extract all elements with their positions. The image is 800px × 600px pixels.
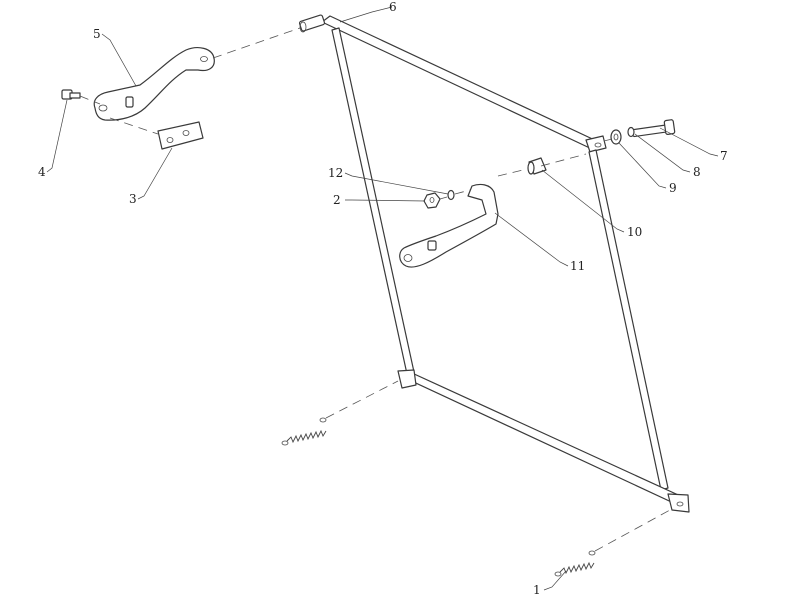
bolt-4-shank [69,92,81,99]
assembly-lines [79,27,671,552]
callout-10: 10 [627,225,642,239]
part-8-lock-washer [627,126,635,138]
part-6-frame [298,14,690,513]
bracket-11-body [399,183,499,268]
washer-8 [627,126,635,138]
frame-top-pin [298,14,326,32]
spring-lower-hook-right [588,550,596,556]
bracket-5-pin [125,96,134,108]
leader-11 [494,212,569,267]
leader-3 [137,147,173,200]
spring-upper-hook-right [319,417,327,423]
leader-4 [46,99,68,173]
leader-lines [46,6,719,591]
part-1-spring-lower [554,550,596,577]
dash-bracket5-to-plate3 [109,117,159,135]
callout-5: 5 [93,27,101,41]
dash-washer12-to-bracket11 [454,189,471,195]
bracket-11-stud [427,240,437,251]
frame-top-tube [321,15,602,151]
dash-nut2-to-washer12 [439,196,448,200]
leader-12 [344,172,449,195]
bracket-11-hole [403,254,413,262]
callout-11: 11 [570,259,585,273]
dash-frame-to-washer9 [603,138,613,142]
bracket-5-hole-right [200,56,208,62]
frame-right-tube [588,149,669,491]
part-7-bolt [631,119,676,138]
part-4-bolt [61,89,81,100]
leader-7 [659,127,719,157]
callout-labels: 5 4 3 6 7 8 9 10 11 12 2 1 [38,0,728,597]
leader-9 [618,142,667,189]
frame-bottom-right-hole [676,501,684,507]
bracket-5-body [93,47,215,121]
callout-9: 9 [669,181,677,195]
part-3-plate [157,121,204,150]
plate-3-hole-2 [182,130,190,136]
part-1-spring-upper [281,417,327,446]
frame-bottom-right-tab [667,493,690,513]
spring-upper-hook-left [281,440,289,446]
spring-lower-coil [559,561,595,575]
sleeve-10-end [527,161,535,175]
part-9-flat-washer [610,129,622,145]
callout-6: 6 [389,0,397,14]
washer-9-hole [613,133,619,141]
dash-bolt4-to-bracket5 [79,95,101,105]
bracket-5-hole-left [98,104,108,112]
spring-upper-coil [286,429,327,444]
part-11-bracket [399,183,499,268]
nut-2 [423,192,441,209]
frame-top-right-hole [594,142,602,148]
bolt-7-head [663,119,676,135]
dash-bracket11-to-sleeve10 [497,168,528,177]
nut-2-bore [429,197,435,203]
washer-9 [610,129,622,145]
leader-2 [345,199,426,202]
leader-6 [339,6,393,23]
callout-1: 1 [533,583,541,597]
frame-top-right-tab [585,135,607,153]
part-5-bracket [93,47,215,121]
callout-12: 12 [328,166,343,180]
leader-5 [101,33,137,87]
frame-bottom-left-tab [397,369,417,389]
dash-sleeve10-to-frame [540,153,587,167]
callout-4: 4 [38,165,46,179]
frame-top-pin-end [299,21,307,33]
dash-spring-upper-to-frame [325,380,399,419]
dash-spring-lower-to-frame [594,509,671,552]
part-10-sleeve [527,157,547,175]
callout-8: 8 [693,165,701,179]
callout-3: 3 [129,192,137,206]
part-2-nut [423,192,441,209]
leader-10 [541,169,625,233]
leader-8 [634,133,691,173]
callout-2: 2 [333,193,341,207]
washer-12 [447,189,455,201]
dash-bracket5-to-frame [212,27,301,59]
spring-lower-hook-left [554,571,562,577]
plate-3-hole-1 [166,137,174,143]
callout-7: 7 [720,149,728,163]
part-12-washer [447,189,455,201]
leader-1 [543,570,567,591]
plate-3-body [157,121,204,150]
